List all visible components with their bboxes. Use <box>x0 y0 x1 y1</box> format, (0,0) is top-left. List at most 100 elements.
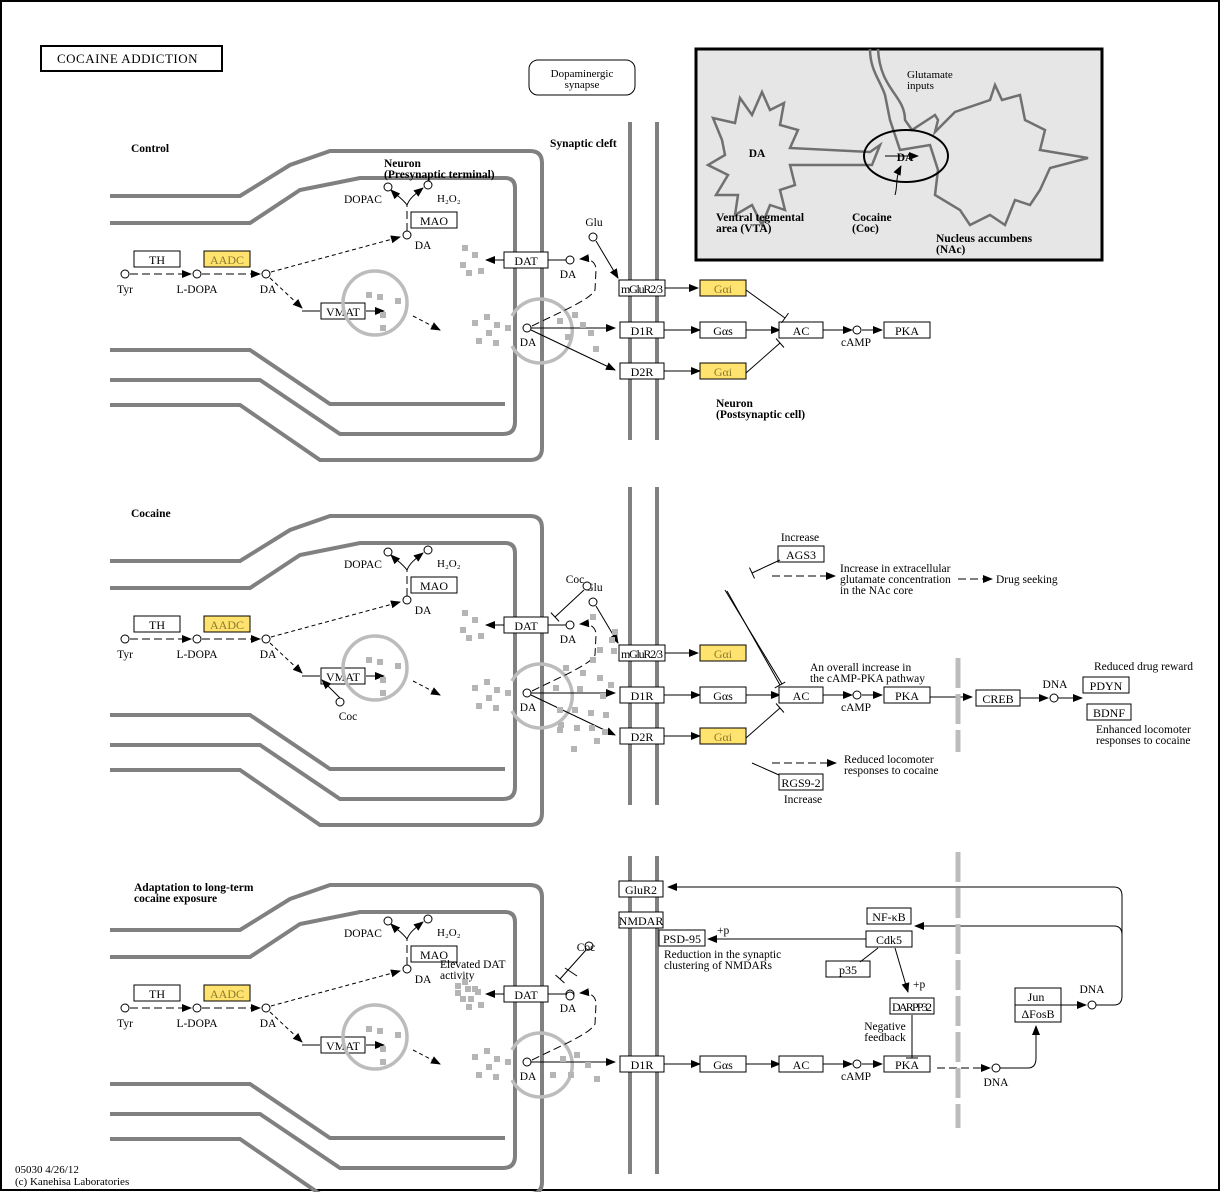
gene-label[interactable]: Cdk5 <box>876 933 902 947</box>
compound-coc[interactable] <box>582 581 592 591</box>
gene-aadc[interactable]: AADC <box>203 615 251 633</box>
gene-label[interactable]: AADC <box>210 618 244 632</box>
gene-ags3[interactable]: AGS3 <box>777 545 825 563</box>
gene-gai2[interactable]: Gαi <box>699 727 747 745</box>
gene-box-rect[interactable] <box>133 250 181 268</box>
compound-coc[interactable] <box>565 991 575 1001</box>
gene-label[interactable]: Gαi <box>714 730 733 744</box>
gene-label[interactable]: D1R <box>631 1058 654 1072</box>
gene-label[interactable]: MAO <box>420 214 448 228</box>
gene-box-rect[interactable] <box>777 545 825 563</box>
gene-gai1[interactable]: Gαi <box>699 279 747 297</box>
compound-da[interactable] <box>402 964 412 974</box>
map-link-box[interactable] <box>528 59 636 96</box>
gene-box-rect[interactable] <box>410 945 458 963</box>
gene-label[interactable]: AGS3 <box>786 548 816 562</box>
gene-gas[interactable]: Gαs <box>699 686 747 704</box>
gene-box-rect[interactable] <box>825 960 871 978</box>
gene-box-rect[interactable] <box>410 576 458 594</box>
compound-h2o2[interactable] <box>423 545 433 555</box>
gene-fosb[interactable]: ΔFosB <box>1021 1007 1054 1021</box>
gene-label[interactable]: AADC <box>210 987 244 1001</box>
gene-label[interactable]: mGluR2/3 <box>621 282 663 296</box>
gene-pka[interactable]: PKA <box>883 321 931 339</box>
gene-jun[interactable]: Jun <box>1028 990 1045 1004</box>
gene-label[interactable]: D1R <box>631 324 654 338</box>
gene-label[interactable]: Gαi <box>714 647 733 661</box>
gene-label[interactable]: MAO <box>420 948 448 962</box>
compound-coc[interactable] <box>584 941 594 951</box>
gene-pdyn[interactable]: PDYN <box>1082 676 1130 694</box>
gene-box-rect[interactable] <box>889 997 935 1015</box>
gene-label[interactable]: TH <box>149 253 165 267</box>
compound-dopac[interactable] <box>383 547 393 557</box>
compound-dopac[interactable] <box>383 916 393 926</box>
gene-label[interactable]: AC <box>793 324 810 338</box>
compound-da-released[interactable] <box>522 1057 532 1067</box>
gene-ac[interactable]: AC <box>778 321 824 339</box>
gene-label[interactable]: Gαi <box>714 365 733 379</box>
gene-creb[interactable]: CREB <box>975 689 1021 707</box>
compound-tyr[interactable] <box>120 634 130 644</box>
gene-label[interactable]: DAT <box>514 619 538 633</box>
gene-box-rect[interactable] <box>618 911 664 929</box>
compound-camp[interactable] <box>852 325 862 335</box>
gene-label[interactable]: NF-κB <box>872 910 905 924</box>
gene-label[interactable]: RGS9-2 <box>781 776 820 790</box>
gene-box-rect[interactable] <box>699 279 747 297</box>
gene-label[interactable]: Gαs <box>713 689 733 703</box>
gene-label[interactable]: GluR2 <box>625 883 657 897</box>
gene-label[interactable]: PKA <box>895 324 919 338</box>
gene-d1r[interactable]: D1R <box>619 1055 665 1073</box>
compound-da-cleft[interactable] <box>565 620 575 630</box>
gene-box-rect[interactable] <box>883 321 931 339</box>
gene-mao[interactable]: MAO <box>410 945 458 963</box>
gene-box-rect[interactable] <box>699 644 747 662</box>
compound-tyr[interactable] <box>120 1003 130 1013</box>
gene-label[interactable]: p35 <box>839 963 857 977</box>
gene-cdk5[interactable]: Cdk5 <box>865 930 913 948</box>
gene-box-rect[interactable] <box>658 929 706 947</box>
compound-h2o2[interactable] <box>423 914 433 924</box>
compound-da[interactable] <box>261 269 271 279</box>
gene-box-rect[interactable] <box>1082 676 1130 694</box>
gene-box-rect[interactable] <box>1086 703 1132 721</box>
gene-darpp32[interactable]: DARPP32 <box>889 997 935 1015</box>
compound-da[interactable] <box>261 634 271 644</box>
gene-label[interactable]: PKA <box>895 689 919 703</box>
gene-box-rect[interactable] <box>866 907 912 925</box>
gene-pka[interactable]: PKA <box>883 686 931 704</box>
gene-box-rect[interactable] <box>410 211 458 229</box>
gene-gas[interactable]: Gαs <box>699 1055 747 1073</box>
gene-label[interactable]: DAT <box>514 254 538 268</box>
gene-box-rect[interactable] <box>883 686 931 704</box>
gene-label[interactable]: Gαi <box>714 282 733 296</box>
gene-label[interactable]: Gαs <box>713 324 733 338</box>
gene-dat[interactable]: DAT <box>503 616 549 634</box>
gene-dat[interactable]: DAT <box>503 985 549 1003</box>
gene-th[interactable]: TH <box>133 615 181 633</box>
gene-label[interactable]: PDYN <box>1090 679 1123 693</box>
gene-label[interactable]: D1R <box>631 689 654 703</box>
gene-d2r[interactable]: D2R <box>619 727 665 745</box>
gene-gai2[interactable]: Gαi <box>699 362 747 380</box>
gene-label[interactable]: PSD-95 <box>663 932 701 946</box>
gene-glur2[interactable]: GluR2 <box>618 880 664 898</box>
gene-box-rect[interactable] <box>203 250 251 268</box>
gene-box-rect[interactable] <box>203 615 251 633</box>
compound-camp[interactable] <box>852 1059 862 1069</box>
compound-dopac[interactable] <box>383 182 393 192</box>
gene-label[interactable]: NMDAR <box>619 914 664 928</box>
gene-label[interactable]: TH <box>149 618 165 632</box>
gene-p35[interactable]: p35 <box>825 960 871 978</box>
gene-mglur[interactable]: mGluR2/3 <box>618 644 666 662</box>
gene-mao[interactable]: MAO <box>410 211 458 229</box>
gene-gai1[interactable]: Gαi <box>699 644 747 662</box>
gene-box-rect[interactable] <box>133 615 181 633</box>
gene-label[interactable]: AC <box>793 689 810 703</box>
gene-label[interactable]: TH <box>149 987 165 1001</box>
gene-label[interactable]: MAO <box>420 579 448 593</box>
gene-label[interactable]: D2R <box>631 730 654 744</box>
compound-l-dopa[interactable] <box>192 634 202 644</box>
compound-da[interactable] <box>402 595 412 605</box>
